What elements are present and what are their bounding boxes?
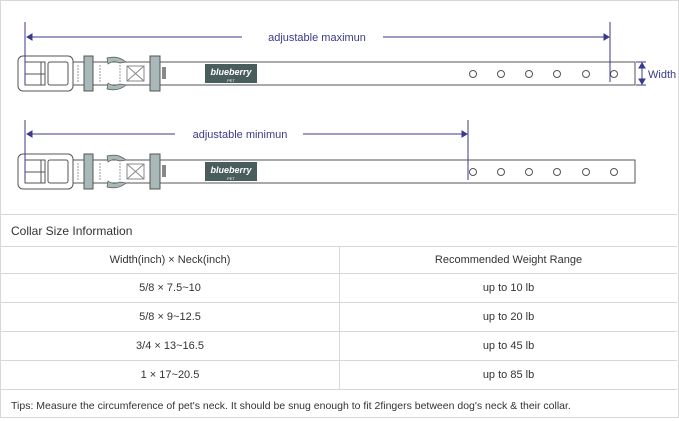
table-row: 3/4 × 13~16.5 up to 45 lb (1, 332, 677, 361)
tips-text: Tips: Measure the circumference of pet's… (1, 390, 677, 421)
size-cell: 5/8 × 9~12.5 (1, 303, 340, 332)
min-label: adjustable minimun (193, 129, 288, 141)
collar-max (18, 56, 635, 91)
collar-min (18, 154, 635, 189)
weight-cell: up to 10 lb (340, 274, 678, 303)
weight-cell: up to 20 lb (340, 303, 678, 332)
table-row: 1 × 17~20.5 up to 85 lb (1, 361, 677, 390)
logo-sub-2: PET (227, 176, 235, 181)
logo-sub: PET (227, 78, 235, 83)
max-label: adjustable maximun (268, 32, 366, 44)
size-cell: 3/4 × 13~16.5 (1, 332, 340, 361)
logo-text: blueberry (210, 67, 252, 77)
size-cell: 1 × 17~20.5 (1, 361, 340, 390)
collar-diagram: blueberry PET blueberry PET adjustable m… (0, 0, 679, 214)
width-dimension (636, 62, 646, 85)
table-row: 5/8 × 7.5~10 up to 10 lb (1, 274, 677, 303)
table-title: Collar Size Information (1, 215, 677, 247)
collar-size-table: Collar Size Information Width(inch) × Ne… (1, 214, 677, 421)
size-cell: 5/8 × 7.5~10 (1, 274, 340, 303)
width-label: Width (648, 69, 676, 81)
header-size: Width(inch) × Neck(inch) (1, 247, 340, 274)
header-weight: Recommended Weight Range (340, 247, 678, 274)
table-header: Width(inch) × Neck(inch) Recommended Wei… (1, 247, 677, 274)
weight-cell: up to 85 lb (340, 361, 678, 390)
logo-text-2: blueberry (210, 165, 252, 175)
table-row: 5/8 × 9~12.5 up to 20 lb (1, 303, 677, 332)
weight-cell: up to 45 lb (340, 332, 678, 361)
